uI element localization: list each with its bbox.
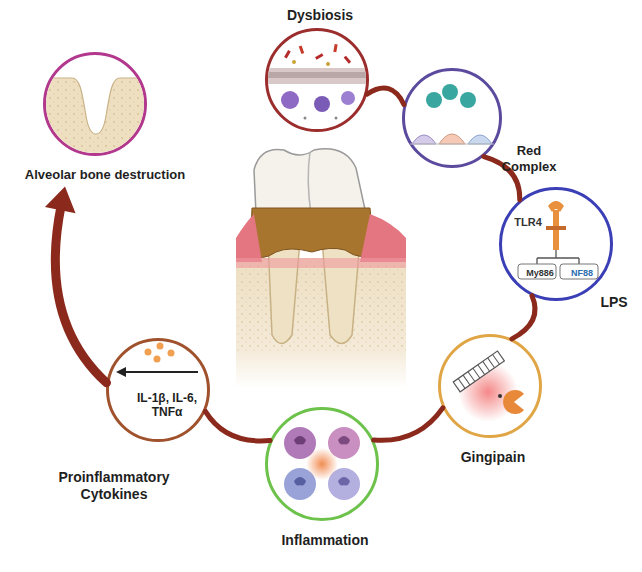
host-cell: [439, 134, 465, 144]
dysbiosis-illustration: [260, 44, 380, 120]
gingiva: [236, 214, 262, 262]
bacterium: [284, 50, 291, 58]
cleaved-fragment: [498, 394, 502, 398]
node-title: Proinflammatory Cytokines: [39, 469, 189, 503]
particle: [335, 117, 338, 120]
node-title: Dysbiosis: [238, 7, 402, 24]
cytokine-dot: [154, 356, 161, 363]
stage-circle: TLR4My886NF88LPS: [499, 187, 613, 301]
bacterium: [344, 56, 351, 64]
bacterium: [426, 92, 442, 108]
bacterium: [442, 84, 458, 100]
pathway-label: NF88: [563, 268, 601, 279]
release-arrow-head: [116, 367, 126, 377]
cell-membrane: [546, 226, 566, 230]
immune-cell: [284, 427, 316, 459]
cytokine-dot: [157, 343, 164, 350]
node-title: Red Complex: [497, 143, 561, 174]
tlr4-receptor-head: [548, 201, 564, 212]
tooth-crown: [254, 149, 366, 214]
cytokine-dot: [145, 349, 152, 356]
cytokine-dot: [168, 350, 175, 357]
bacterium: [299, 46, 305, 55]
cycle-arc: [367, 88, 404, 104]
bacterium: [460, 92, 476, 108]
pathway-label: My886: [521, 268, 559, 279]
inflammatory-focus: [306, 448, 338, 480]
protein-stripes: [458, 354, 499, 388]
immune-cell: [341, 91, 355, 105]
alveolar-bone: [236, 258, 406, 388]
epithelium: [260, 68, 380, 84]
crown-groove: [308, 152, 311, 214]
alveolar-bone: [44, 78, 148, 160]
epithelium-layer: [260, 72, 380, 78]
particle: [304, 117, 307, 120]
pathway-line: [537, 250, 579, 264]
cell-nucleus: [338, 477, 350, 486]
bone-loss-illustration: [44, 78, 148, 160]
stage-circle: Alveolar bone destruction: [43, 52, 147, 156]
gingiva: [360, 214, 406, 262]
immune-cell: [284, 468, 316, 500]
node-title: Inflammation: [256, 532, 394, 549]
red-complex-illustration: [410, 84, 494, 144]
bacterium: [333, 44, 337, 52]
tooth-root: [268, 240, 300, 344]
bacterium: [292, 60, 296, 64]
stage-circle: IL-1β, IL-6, TNFαProinflammatory Cytokin…: [106, 338, 210, 442]
stage-circle: Dysbiosis: [265, 28, 369, 132]
adaptor-box: [518, 264, 556, 279]
stage-circle: Gingipain: [438, 334, 542, 438]
tooth-root: [322, 240, 360, 344]
node-title: Gingipain: [433, 449, 553, 466]
release-arrow: [124, 371, 198, 373]
membrane-line: [410, 144, 494, 145]
protease-glow: [458, 362, 518, 422]
gingipain-enzyme: [503, 390, 524, 414]
progression-arrow: [55, 205, 106, 382]
gingipain-illustration: [453, 351, 524, 422]
node-title: LPS: [594, 294, 634, 311]
host-cell: [412, 135, 436, 144]
cycle-arc: [512, 296, 535, 339]
bacterium: [326, 62, 330, 66]
cytokine-list: IL-1β, IL-6, TNFα: [127, 391, 207, 420]
immune-cell: [328, 468, 360, 500]
cycle-arc: [205, 411, 270, 441]
immune-cell: [328, 427, 360, 459]
gingiva-band: [236, 258, 406, 268]
stage-circle: Red Complex: [402, 68, 502, 168]
receptor-label: TLR4: [510, 216, 546, 229]
cytokine-illustration: [116, 343, 198, 378]
bacterium: [315, 53, 323, 60]
stage-circle: Inflammation: [265, 407, 379, 521]
immune-cell: [281, 91, 299, 109]
bone-texture: [44, 78, 148, 160]
protein-band: [453, 351, 504, 392]
cell-nucleus: [338, 436, 350, 445]
cell-nucleus: [294, 477, 306, 486]
inflammation-illustration: [284, 427, 360, 500]
immune-cell: [314, 96, 330, 112]
cycle-arc: [374, 408, 443, 440]
bone-texture: [236, 258, 406, 353]
tlr4-receptor: [553, 210, 559, 250]
protein-strand: [453, 351, 504, 392]
arrow-head: [45, 187, 76, 214]
dental-calculus: [250, 208, 374, 258]
transcription-factor-box: [560, 264, 598, 279]
cell-nucleus: [294, 436, 306, 445]
lps-illustration: [518, 201, 598, 279]
host-cell: [468, 135, 492, 144]
node-title: Alveolar bone destruction: [10, 167, 200, 183]
